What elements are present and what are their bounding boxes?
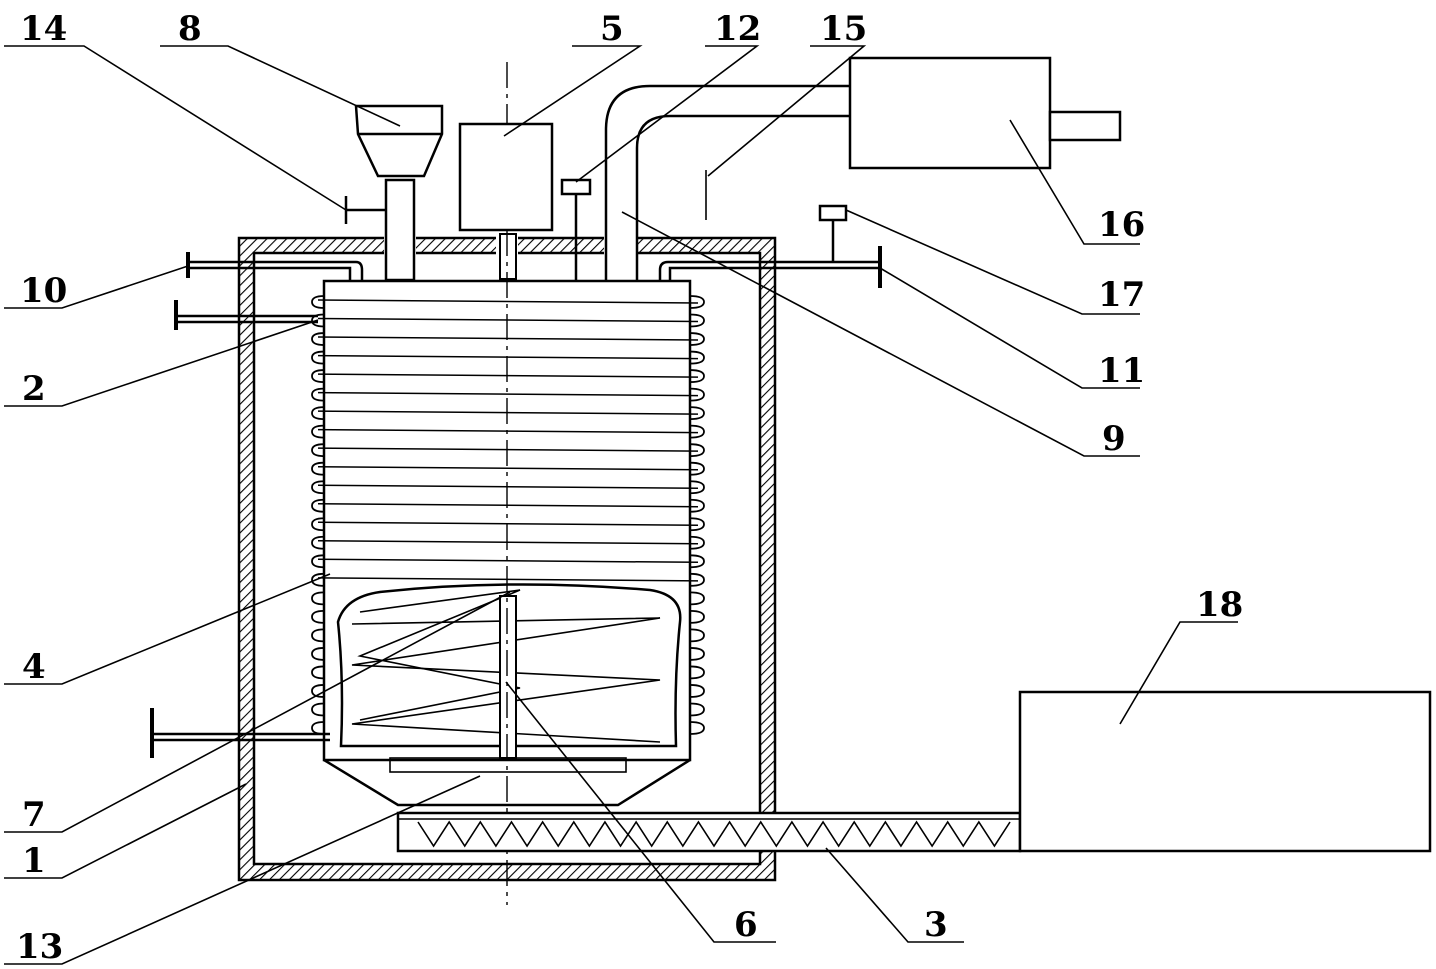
coil-bend-left	[311, 332, 325, 346]
label-2: 2	[22, 369, 46, 409]
coil-bend-left	[311, 702, 325, 717]
coil-bend-left	[311, 313, 325, 328]
coil-bend-right	[689, 628, 705, 643]
sensor-12	[560, 178, 592, 281]
coil-bend-left	[311, 535, 325, 550]
label-15: 15	[820, 9, 867, 49]
coil-turn	[317, 540, 699, 545]
coil-turn	[317, 391, 699, 397]
coil-bend-left	[311, 480, 325, 495]
coil-bend-right	[689, 572, 705, 587]
coil-bend-right	[689, 684, 705, 698]
coil-bend-right	[689, 369, 705, 383]
coil-bend-right	[689, 721, 705, 735]
screw-conveyor	[396, 811, 1022, 853]
motor-box	[458, 122, 554, 232]
coil-bend-left	[311, 295, 325, 309]
label-1: 1	[22, 841, 46, 881]
exhaust-pipe	[604, 84, 850, 281]
coil-bend-right	[689, 406, 705, 421]
coil-turn	[317, 577, 699, 582]
lower-side-inlet	[150, 708, 330, 758]
coil-turn	[317, 502, 699, 508]
coil-bend-right	[689, 535, 705, 550]
coil-bend-right	[689, 443, 705, 458]
heating-coil	[311, 295, 705, 735]
coil-bend-right	[689, 647, 705, 661]
upper-side-inlet	[174, 300, 318, 330]
coil-turn	[317, 373, 699, 378]
coil-turn	[317, 465, 699, 471]
coil-bend-left	[311, 684, 325, 698]
coil-bend-left	[311, 350, 325, 365]
label-10: 10	[20, 271, 67, 311]
coil-bend-left	[311, 572, 325, 587]
label-8: 8	[178, 9, 202, 49]
coil-bend-right	[689, 554, 705, 569]
coil-bend-right	[689, 295, 705, 309]
label-3: 3	[924, 905, 948, 945]
coil-turn	[317, 317, 699, 323]
coil-bend-right	[689, 665, 705, 680]
label-17: 17	[1098, 275, 1145, 315]
condenser-box	[848, 56, 1122, 170]
coil-bend-right	[689, 517, 705, 532]
coil-bend-right	[689, 609, 705, 624]
coil-turn	[317, 354, 699, 360]
coil-bend-left	[311, 424, 325, 439]
label-13: 13	[16, 927, 63, 967]
coil-bend-right	[689, 332, 705, 346]
label-14: 14	[20, 9, 67, 49]
coil-turn	[317, 428, 699, 434]
coil-bend-left	[311, 517, 325, 532]
coil-bend-right	[689, 313, 705, 328]
leader-lines	[4, 45, 1238, 965]
coil-bend-right	[689, 350, 705, 365]
label-5: 5	[600, 9, 624, 49]
feed-hopper	[344, 104, 444, 282]
coil-bend-right	[689, 498, 705, 513]
coil-bend-right	[689, 461, 705, 476]
coil-bend-left	[311, 369, 325, 383]
right-pipe	[658, 204, 882, 288]
collection-bin	[1018, 690, 1432, 853]
coil-bend-right	[689, 387, 705, 402]
coil-turn	[317, 336, 699, 341]
coil-bend-right	[689, 591, 705, 606]
coil-bend-left	[311, 609, 325, 624]
part-labels: 14 8 5 12 15 16 17 11 9 10 2 4 7 1 13 6 …	[16, 9, 1243, 967]
coil-bend-right	[689, 702, 705, 717]
coil-bend-left	[311, 591, 325, 606]
coil-bend-left	[311, 665, 325, 680]
coil-bend-left	[311, 387, 325, 402]
coil-bend-right	[689, 480, 705, 495]
label-18: 18	[1196, 585, 1243, 625]
label-7: 7	[22, 795, 46, 835]
label-9: 9	[1102, 419, 1126, 459]
coil-turn	[317, 447, 699, 452]
coil-turn	[317, 410, 699, 415]
coil-turn	[317, 484, 699, 489]
coil-turn	[317, 521, 699, 527]
label-6: 6	[734, 905, 758, 945]
coil-turn	[317, 558, 699, 564]
left-pipe	[186, 252, 364, 281]
coil-bend-left	[311, 406, 325, 421]
coil-bend-left	[311, 498, 325, 513]
label-16: 16	[1098, 205, 1145, 245]
label-12: 12	[714, 9, 761, 49]
coil-bend-left	[311, 647, 325, 661]
coil-bend-right	[689, 424, 705, 439]
coil-bend-left	[311, 443, 325, 458]
label-11: 11	[1098, 351, 1145, 391]
coil-bend-left	[311, 628, 325, 643]
coil-bend-left	[311, 461, 325, 476]
label-4: 4	[22, 647, 46, 687]
coil-bend-left	[311, 554, 325, 569]
coil-turn	[317, 299, 699, 304]
